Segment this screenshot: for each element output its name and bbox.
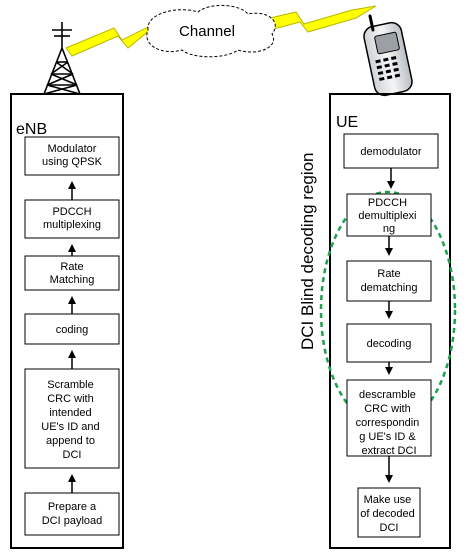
- ue-frame: [329, 93, 451, 549]
- block-line: Scramble: [47, 379, 93, 391]
- ue-block-make-use-of-dci: Make use of decoded DCI: [357, 487, 421, 538]
- enb-label: eNB: [16, 121, 47, 138]
- block-line: PDCCH: [368, 197, 407, 209]
- block-line: dematching: [361, 282, 418, 294]
- ue-block-decoding: decoding: [346, 323, 432, 363]
- svg-text:descramble CRC with: descramble CRC with correspondin g UE's …: [356, 389, 423, 457]
- block-line: ng: [383, 223, 395, 235]
- svg-text:Make use of decoded: Make use of decoded DCI: [360, 494, 418, 534]
- block-line: g UE's ID &: [359, 431, 416, 443]
- block-line: of decoded: [360, 508, 414, 520]
- channel-cloud: Channel: [146, 5, 276, 58]
- block-line: Rate: [60, 261, 83, 273]
- ue-arrows: [385, 168, 395, 483]
- block-line: correspondin: [356, 417, 420, 429]
- block-line: descramble: [359, 389, 416, 401]
- block-line: DCI payload: [42, 515, 103, 527]
- block-line: coding: [56, 324, 88, 336]
- block-line: UE's ID and: [41, 421, 99, 433]
- block-line: DCI: [63, 449, 82, 461]
- block-line: Modulator: [48, 143, 97, 155]
- enb-frame: [10, 93, 124, 549]
- ue-block-pdcch-demultiplexing: PDCCH demultiplexi ng: [346, 193, 432, 237]
- block-line: DCI: [380, 522, 399, 534]
- block-line: decoding: [367, 338, 412, 350]
- block-line: multiplexing: [43, 219, 101, 231]
- block-line: append to: [46, 435, 95, 447]
- region-label: DCI Blind decoding region: [298, 152, 317, 350]
- block-line: demultiplexi: [358, 210, 416, 222]
- antenna-tower-icon: [43, 22, 81, 95]
- block-line: Matching: [50, 274, 95, 286]
- block-line: using QPSK: [42, 156, 103, 168]
- block-line: intended: [49, 407, 91, 419]
- svg-text:PDCCH demultiplexi: PDCCH demultiplexi ng: [358, 197, 419, 235]
- block-line: demodulator: [360, 146, 421, 158]
- channel-label: Channel: [179, 23, 235, 40]
- mobile-phone-icon: [363, 14, 413, 97]
- block-line: CRC with: [47, 393, 93, 405]
- ue-block-rate-dematching: Rate dematching: [346, 260, 432, 302]
- ue-label: UE: [336, 114, 358, 131]
- block-line: Rate: [377, 268, 400, 280]
- svg-text:Scramble CRC with: Scramble CRC with intended UE's ID and a…: [41, 379, 102, 461]
- block-line: Prepare a: [48, 501, 97, 513]
- enb-block-coding: coding: [24, 313, 120, 345]
- block-line: extract DCI: [361, 445, 416, 457]
- ue-block-demodulator: demodulator: [343, 133, 439, 169]
- enb-block-prepare-dci: Prepare a DCI payload: [24, 492, 120, 536]
- block-line: Make use: [364, 494, 412, 506]
- lightning-bolt-left: [65, 21, 157, 57]
- ue-block-descramble-crc: descramble CRC with correspondin g UE's …: [346, 379, 432, 457]
- block-line: CRC with: [364, 403, 410, 415]
- enb-block-scramble-crc: Scramble CRC with intended UE's ID and a…: [24, 368, 120, 469]
- block-line: PDCCH: [52, 206, 91, 218]
